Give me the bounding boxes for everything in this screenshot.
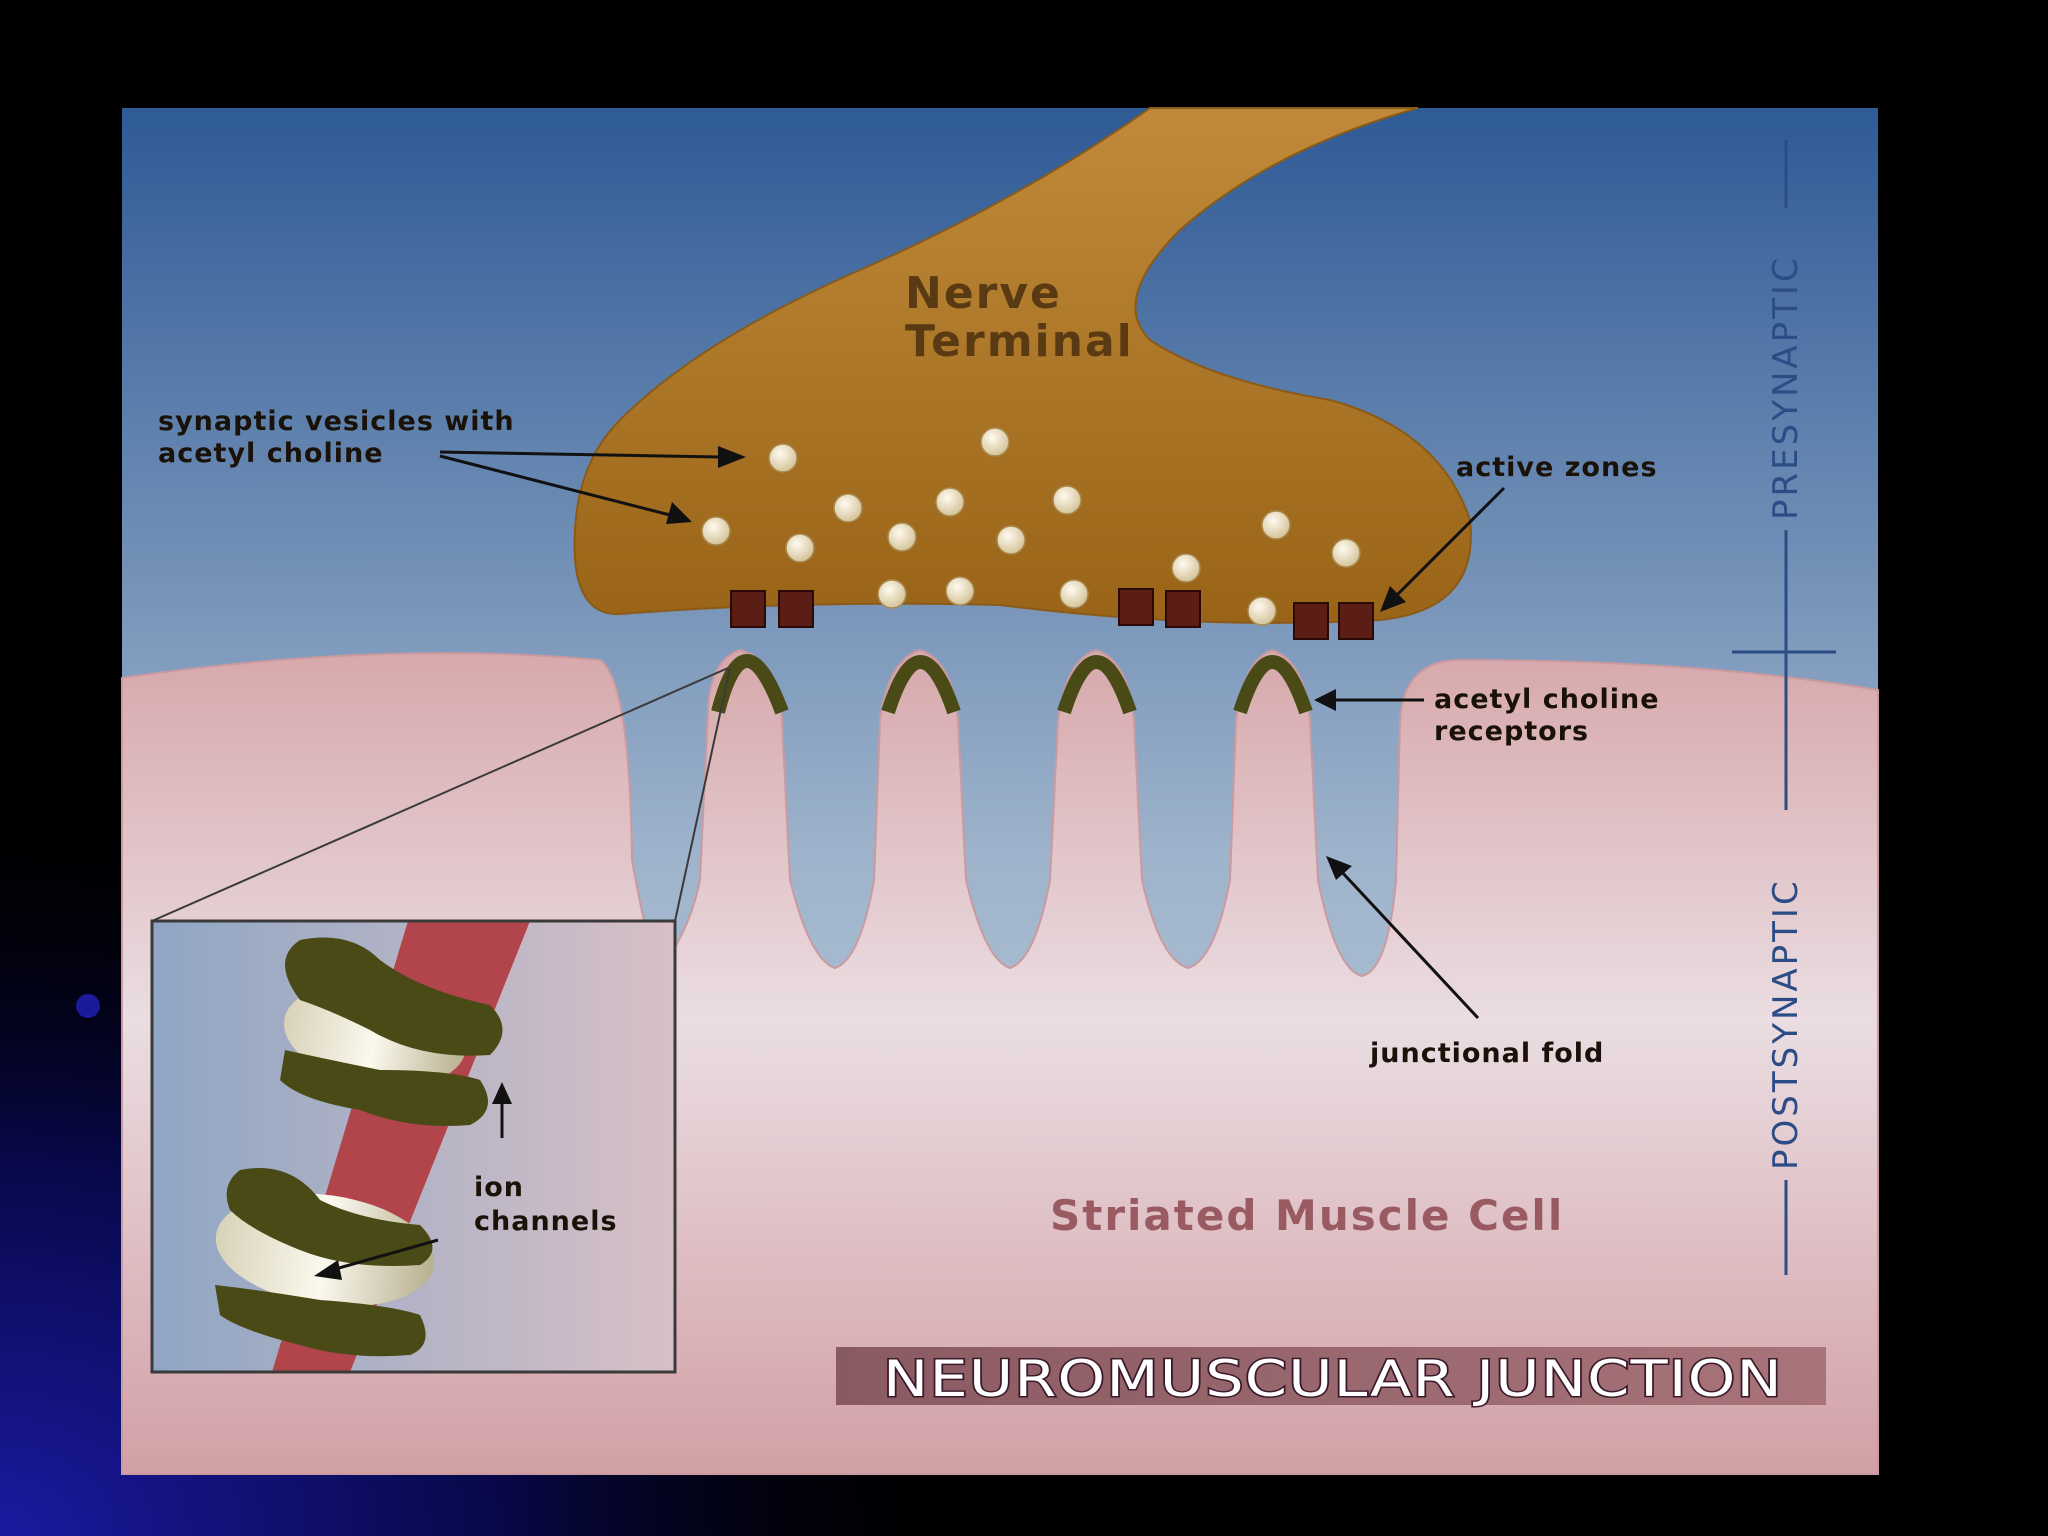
nerve-terminal-label-line1: Nerve [905,268,1062,319]
nerve-terminal-label-line2: Terminal [905,316,1134,367]
diagram-panel: Nerve Terminal synaptic vesicles with ac… [121,107,1879,1475]
synaptic-vesicles [701,427,1361,626]
vesicles-label-line2: acetyl choline [158,438,384,469]
slide-bullet-dot [76,994,100,1018]
active-zones [730,588,1374,640]
ion-channels-label-line2: channels [474,1206,618,1237]
ion-channels-label-line1: ion [474,1172,524,1203]
zoom-lines [151,667,731,922]
diagram-title: NEUROMUSCULAR JUNCTION [883,1350,1783,1408]
ion-channel-upper [280,937,503,1126]
label-arrows [314,446,1506,1280]
ion-channel-inset [150,919,677,1374]
postsynaptic-label: POSTSYNAPTIC [1766,878,1806,1170]
vesicles-label-line1: synaptic vesicles with [158,406,515,437]
active-zones-label: active zones [1456,452,1658,483]
junctional-fold-label: junctional fold [1369,1038,1604,1069]
receptors-label-line2: receptors [1434,716,1589,747]
acetylcholine-receptors [711,654,1313,715]
muscle-cell-label: Striated Muscle Cell [1050,1191,1564,1240]
presynaptic-label: PRESYNAPTIC [1766,255,1806,520]
title-bar [836,1347,1826,1405]
ion-channel-lower [215,1168,435,1357]
synaptic-divider [1732,140,1836,1275]
receptors-label-line1: acetyl choline [1434,684,1660,715]
